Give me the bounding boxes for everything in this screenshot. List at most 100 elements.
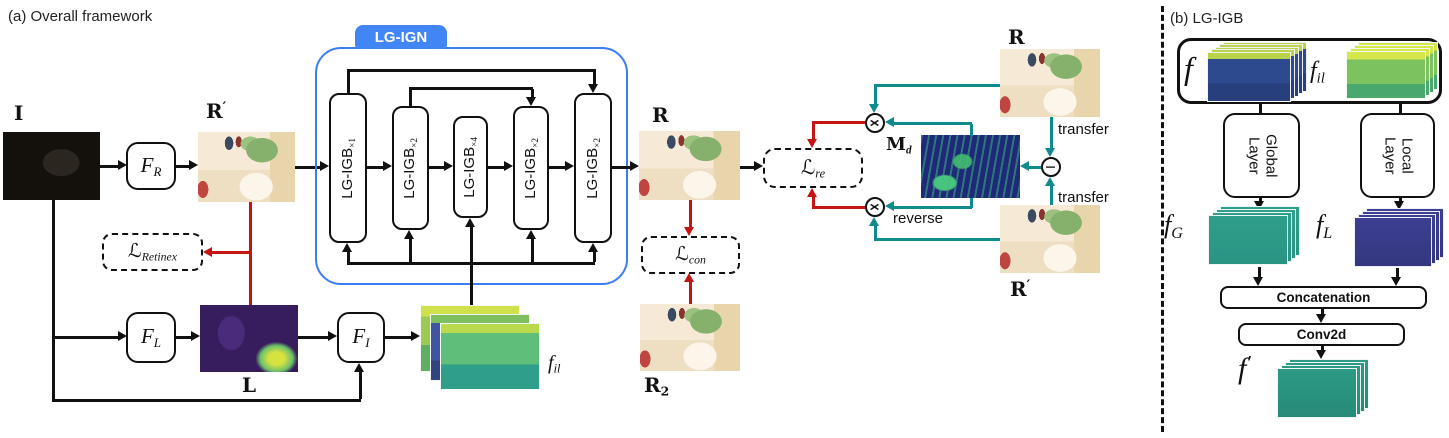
panel-separator (1161, 6, 1164, 432)
arrow-head (1391, 277, 1401, 286)
lgigb-block-5: LG-IGB×2 (574, 93, 612, 243)
input-branch-line (359, 372, 362, 399)
arrow-head (754, 161, 763, 171)
transfer-top-label: transfer (1058, 121, 1109, 138)
skip2-line (409, 87, 533, 90)
line (1259, 104, 1262, 113)
retinex-red-arrow-head (203, 247, 212, 257)
arrow-head (191, 331, 200, 341)
arrow-shaft (740, 166, 754, 169)
retinex-red-line (249, 202, 252, 305)
fil-feature-map-b (1346, 51, 1426, 99)
conv2d-label: Conv2d (1296, 327, 1347, 342)
teal-line (894, 122, 972, 125)
lgigb-block-2-label: LG-IGB×2 (401, 137, 420, 199)
reflectance-r-image (639, 131, 740, 200)
teal-arrow-head (869, 104, 879, 113)
arrow-head (411, 331, 420, 341)
rail-arrow-head (342, 243, 352, 252)
reflectance-r-prime-image (198, 132, 295, 202)
arrow-shaft (295, 166, 320, 169)
fil-label: fil (548, 352, 561, 376)
r-prime-label: R′ (206, 99, 227, 123)
rail-arrow-head (588, 243, 598, 252)
fr-decomposition-box: FR (126, 142, 176, 190)
difference-map-image (921, 135, 1020, 198)
fil-input-label: fil (1310, 58, 1325, 87)
teal-line (874, 84, 877, 104)
r2-label: R2 (644, 373, 670, 399)
re-red-line (812, 206, 865, 209)
r-prime-reference-image (1000, 205, 1100, 273)
lgigb-block-1: LG-IGB×1 (329, 93, 367, 243)
teal-arrow-head (885, 201, 894, 211)
input-branch-line (52, 399, 361, 402)
fil-feed-line (470, 227, 473, 305)
teal-arrow-head (1045, 177, 1055, 186)
line (1399, 104, 1402, 113)
fi-box: FI (337, 312, 385, 363)
lgigb-block-4-label: LG-IGB×2 (521, 137, 541, 199)
f-prime-label: f′ (1238, 352, 1251, 386)
teal-line (874, 84, 1000, 87)
fil-feature-map (440, 323, 540, 390)
input-branch-line (52, 336, 118, 339)
arrow-shaft (176, 336, 191, 339)
low-light-input-image (3, 132, 100, 200)
arrow-shaft (549, 166, 565, 169)
skip2-line (409, 87, 412, 106)
arrow-head (320, 161, 329, 171)
lgign-tab-label: LG-IGN (374, 28, 428, 46)
l-label: L (242, 373, 257, 397)
loss-re-label: ℒre (800, 154, 826, 181)
fil-feed-arrow-head (465, 218, 475, 227)
multiply-op-bottom: × (865, 197, 885, 217)
f-feature-map (1207, 52, 1291, 102)
rail-arrow-head (526, 230, 536, 239)
fl-feature-map (1354, 217, 1432, 267)
lgigb-block-3-label: LG-IGB×4 (461, 136, 480, 198)
fr-label: FR (140, 152, 162, 179)
line (1258, 267, 1261, 277)
arrow-head (1253, 277, 1263, 286)
rail-arrow-head (404, 230, 414, 239)
r-reference-image (1000, 49, 1100, 117)
arrow-head (383, 161, 392, 171)
rail-branch (409, 239, 412, 262)
reverse-label: reverse (893, 210, 944, 227)
r-output-label: R (652, 103, 669, 127)
con-red-line (689, 200, 692, 227)
arrow-shaft (176, 165, 190, 168)
transfer-line-bottom (1050, 186, 1053, 205)
re-red-arrow-head (807, 139, 817, 148)
r-reference-label: R (1008, 25, 1025, 49)
skip1-line (347, 69, 350, 93)
concatenation-box: Concatenation (1220, 286, 1427, 309)
arrow-head (1316, 314, 1326, 323)
lgigb-block-1-label: LG-IGB×1 (338, 137, 358, 199)
arrow-head (1394, 201, 1404, 210)
arrow-shaft (385, 336, 411, 339)
loss-con-label: ℒcon (675, 242, 706, 267)
transfer-bottom-label: transfer (1058, 189, 1109, 206)
arrow-head (328, 331, 337, 341)
line (1399, 198, 1402, 201)
arrow-head (630, 161, 639, 171)
re-red-line (812, 197, 815, 208)
con-red-arrow-head (684, 273, 694, 282)
loss-retinex-box: ℒRetinex (102, 233, 203, 271)
teal-arrow-head (1020, 161, 1029, 171)
transfer-line-top (1050, 117, 1053, 148)
teal-line (874, 226, 877, 241)
multiply-icon: × (869, 200, 881, 214)
rail-branch (347, 252, 350, 262)
concatenation-label: Concatenation (1276, 290, 1371, 305)
arrow-head (444, 161, 453, 171)
skip2-line (531, 89, 534, 97)
arrow-shaft (429, 166, 444, 169)
line (1396, 268, 1399, 277)
teal-arrow-head (869, 217, 879, 226)
